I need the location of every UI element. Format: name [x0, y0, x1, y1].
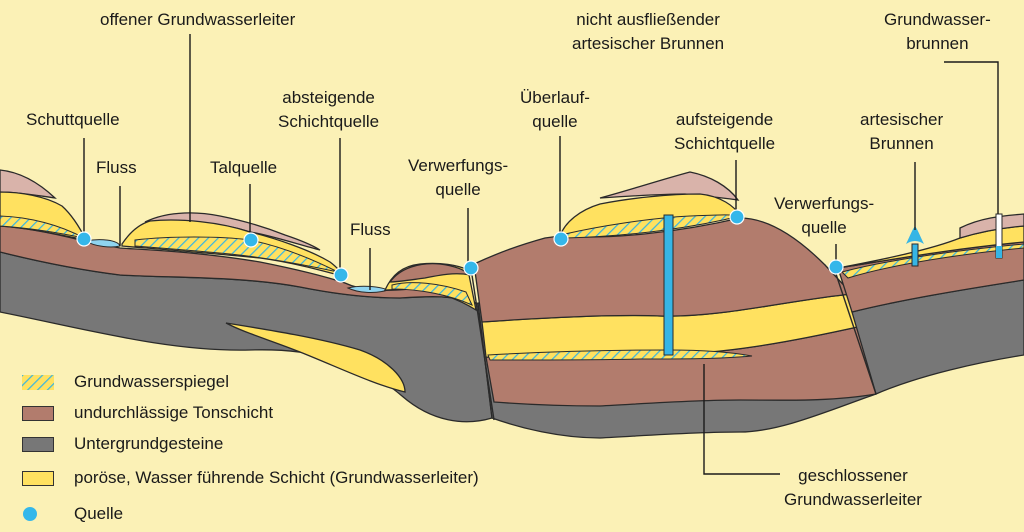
fault-line-2 — [831, 261, 877, 395]
ueberlauf-soil — [599, 171, 740, 201]
label-ueberlaufquelle: Überlauf- quelle — [520, 88, 590, 131]
right-soil — [959, 213, 1024, 239]
legend-label: undurchlässige Tonschicht — [74, 403, 274, 422]
legend-label: Quelle — [74, 504, 124, 523]
legend-label: poröse, Wasser führende Schicht (Grundwa… — [74, 468, 479, 487]
label-aufsteigende-schichtquelle: aufsteigende Schichtquelle — [674, 110, 776, 153]
label-fluss-2: Fluss — [350, 220, 391, 239]
legend-label: Grundwasserspiegel — [74, 372, 229, 391]
label-nicht-ausfliessender-brunnen: nicht ausfließender artesischer Brunnen — [572, 10, 725, 53]
bedrock-swatch-icon — [22, 437, 54, 452]
spring-ueberlauf — [553, 231, 569, 247]
spring-talquelle — [243, 232, 259, 248]
artesian-spray — [906, 226, 924, 244]
label-geschlossener-grundwasserleiter: geschlossener Grundwasserleiter — [784, 466, 922, 509]
hatch-swatch-icon — [22, 375, 54, 390]
label-talquelle: Talquelle — [210, 158, 278, 177]
spring-absteigende — [333, 267, 349, 283]
well-grundwasser-water — [996, 246, 1002, 258]
springs — [76, 209, 844, 283]
right-spiegel — [841, 243, 1024, 279]
left-aquifer-lower — [225, 322, 406, 393]
leader-lines — [83, 34, 999, 475]
label-verwerfungsquelle-2: Verwerfungs- quelle — [774, 194, 875, 237]
well-nicht-ausfliessend — [663, 214, 674, 356]
label-absteigende-schichtquelle: absteigende Schichtquelle — [278, 88, 380, 131]
spring-dot-icon — [23, 507, 37, 521]
fault-line-1 — [469, 261, 495, 421]
label-schuttquelle: Schuttquelle — [26, 110, 120, 129]
spring-schuttquelle — [76, 231, 92, 247]
aquifer-swatch-icon — [22, 471, 54, 486]
label-grundwasserbrunnen: Grundwasser- brunnen — [884, 10, 991, 53]
spring-verwerfung-1 — [463, 260, 479, 276]
center-spiegel-lower — [487, 349, 753, 361]
label-offener-grundwasserleiter: offener Grundwasserleiter — [100, 10, 296, 29]
well-artesisch — [911, 243, 919, 267]
clay-swatch-icon — [22, 406, 54, 421]
label-artesischer-brunnen: artesischer Brunnen — [860, 110, 944, 153]
verwerfung1-spiegel — [391, 282, 474, 307]
label-verwerfungsquelle-1: Verwerfungs- quelle — [408, 156, 509, 199]
spring-aufsteigende — [729, 209, 745, 225]
spring-verwerfung-2 — [828, 259, 844, 275]
legend-label: Untergrundgesteine — [74, 434, 224, 453]
label-fluss-1: Fluss — [96, 158, 137, 177]
